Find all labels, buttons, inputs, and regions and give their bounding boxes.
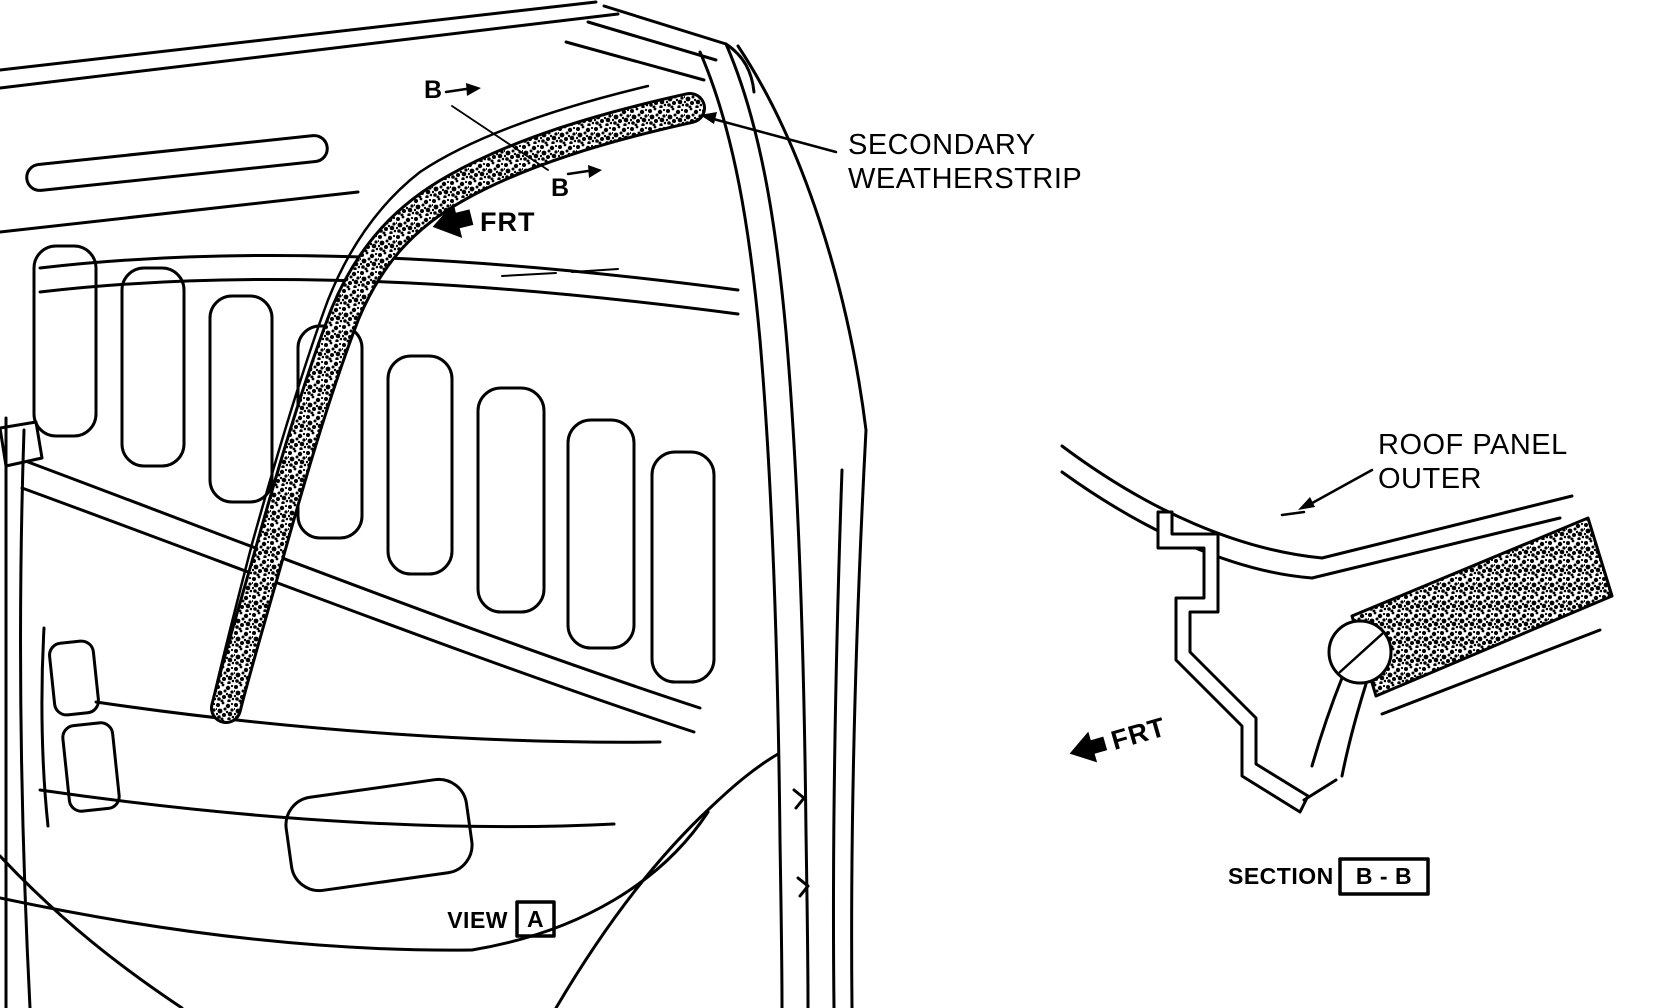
- weatherstrip-callout: SECONDARY WEATHERSTRIP: [700, 112, 1082, 195]
- weatherstrip-stipple-band: [210, 84, 706, 724]
- weatherstrip-bulb: [1327, 619, 1393, 685]
- section-arrow-bottom-head-icon: [588, 165, 602, 178]
- roof-panel-callout: ROOF PANEL OUTER: [1280, 429, 1568, 517]
- weatherstrip-callout-line2: WEATHERSTRIP: [848, 163, 1082, 195]
- section-caption-label: SECTION: [1228, 863, 1334, 889]
- callout-arrowhead-icon: [1298, 497, 1315, 510]
- cab-pillar-linework: [698, 42, 868, 1008]
- surface-tick-mark: [1280, 510, 1306, 517]
- section-caption: SECTION B - B: [1228, 857, 1430, 896]
- view-letter: A: [527, 906, 544, 932]
- section-marker-b-bottom-label: B: [551, 174, 569, 202]
- section-arrow-top-head-icon: [466, 83, 481, 96]
- roof-panel-callout-line2: OUTER: [1378, 463, 1482, 495]
- view-caption: VIEW A: [447, 900, 556, 938]
- roof-linework: [0, 0, 756, 234]
- section-letters: B - B: [1356, 863, 1412, 889]
- section-letters-box: [1338, 857, 1430, 896]
- section-cut-line: [451, 105, 549, 171]
- section-arrow-top-icon: [444, 87, 468, 94]
- section-marker-b-top-label: B: [424, 76, 442, 104]
- roof-panel-callout-line1: ROOF PANEL: [1378, 429, 1568, 461]
- truck-bed-linework: [0, 244, 780, 1008]
- section-bb-drawing: FRT ROOF PANEL OUTER SECTION B - B: [1060, 429, 1614, 896]
- gutter-channel-shape: [1156, 510, 1310, 814]
- callout-arrowhead-icon: [700, 112, 717, 124]
- frt-label: FRT: [480, 207, 535, 237]
- frt-arrow-icon: [1069, 731, 1108, 763]
- frt-label: FRT: [1108, 712, 1170, 756]
- section-arrow-bottom-icon: [566, 169, 590, 176]
- callout-leader-line: [704, 115, 838, 154]
- frt-indicator-left: FRT: [432, 203, 535, 239]
- frt-arrow-icon: [432, 203, 474, 239]
- view-a-drawing: B B FRT SECONDARY WEATHERSTRIP VIEW A: [0, 0, 1082, 1008]
- view-letter-box: [515, 900, 556, 938]
- frt-indicator-right: FRT: [1069, 712, 1170, 763]
- view-caption-label: VIEW: [447, 907, 508, 933]
- callout-leader-line: [1303, 468, 1374, 509]
- weatherstrip-callout-line1: SECONDARY: [848, 129, 1036, 161]
- section-cut-markers: B B: [424, 76, 602, 202]
